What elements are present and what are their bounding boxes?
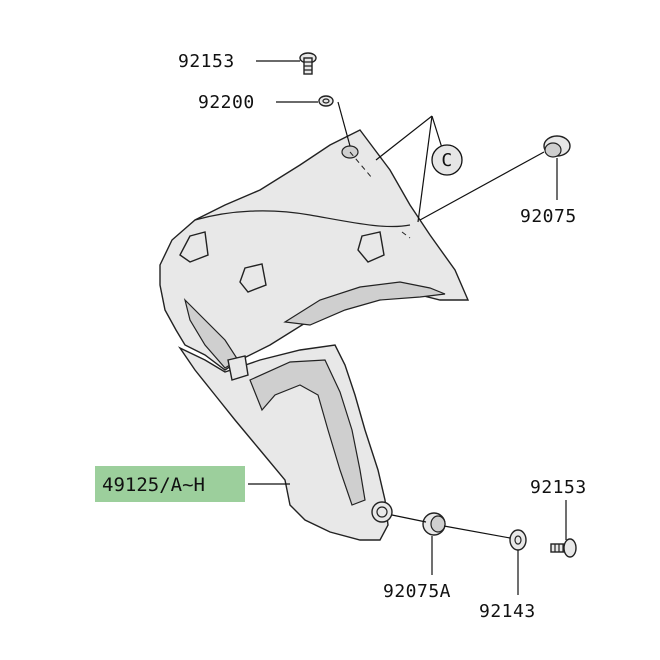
mount-tab-left bbox=[179, 231, 209, 263]
leader-washer-to-hole bbox=[337, 101, 351, 147]
leader-c-3 bbox=[431, 115, 443, 149]
leader-grommet-right bbox=[419, 151, 545, 221]
callout-main-part: 49125/A~H bbox=[102, 474, 205, 496]
mount-tab-right bbox=[357, 231, 385, 263]
front-fender-fairing bbox=[159, 129, 470, 541]
washer-lower bbox=[509, 529, 527, 551]
grommet-lower bbox=[422, 512, 446, 536]
fairing-edge-line bbox=[194, 210, 411, 228]
leader-grommet-washer bbox=[443, 525, 511, 539]
reference-circle-c: C bbox=[431, 144, 463, 176]
grommet-right bbox=[543, 135, 571, 158]
leader-c-1 bbox=[375, 115, 433, 161]
main-part-highlight bbox=[95, 466, 245, 502]
fairing-lower-inset bbox=[249, 359, 366, 506]
ref-circle-label: C bbox=[441, 150, 452, 171]
dashed-ref-right bbox=[401, 231, 411, 239]
callout-screw-lower: 92153 bbox=[530, 477, 587, 498]
callout-screw-top: 92153 bbox=[178, 51, 235, 72]
callout-grommet-right: 92075 bbox=[520, 206, 577, 227]
fairing-upper-panel bbox=[159, 129, 470, 371]
screw-lower bbox=[550, 538, 577, 558]
mount-tab-lower bbox=[227, 355, 249, 381]
washer-top bbox=[318, 95, 334, 107]
callout-washer-top: 92200 bbox=[198, 92, 255, 113]
dashed-ref-top bbox=[349, 151, 373, 179]
screw-top bbox=[299, 52, 317, 75]
leader-c-2 bbox=[417, 115, 433, 223]
leader-boss-grommet bbox=[391, 514, 427, 523]
callout-washer-lower: 92143 bbox=[479, 601, 536, 622]
fairing-inner-band bbox=[283, 281, 446, 326]
callout-grommet-lower: 92075A bbox=[383, 581, 451, 602]
leader-lines bbox=[248, 60, 567, 595]
lower-mount-hole bbox=[376, 506, 388, 518]
lower-mount-boss bbox=[371, 501, 393, 523]
mount-tab-center bbox=[239, 263, 267, 293]
